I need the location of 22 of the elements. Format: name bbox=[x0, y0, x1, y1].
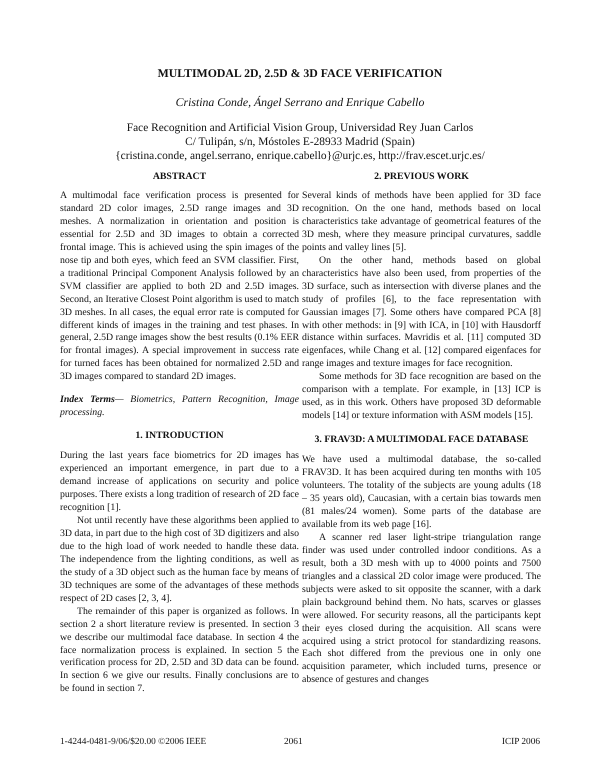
body-paragraph: The remainder of this paper is organized as follows. In section 2 a short literature review is presented. In section 3 we describe our multimodal face database. In section 4 the face normalization process is explained. In section 5 the verification process for 2D, 2.5D and 3D data can be found. In section 6 we give our results. Finally conclusions are to be found in section 7. bbox=[60, 606, 299, 696]
body-paragraph: Several kinds of methods have been applied for 3D face recognition. On the one hand, methods based on local characteristics take advantage of geometrical features of the 3D mesh, where they measure principal curvatures, saddle points and valley lines [5]. bbox=[302, 190, 541, 255]
affiliation-text: {cristina.conde, angel.serrano, enrique.cabello}@urjc.es, http://frav.escet.urjc.es/ bbox=[115, 149, 485, 163]
section-heading: ABSTRACT bbox=[152, 171, 206, 183]
index-terms: Index Terms— Biometrics, Pattern Recognition, Image processing. bbox=[60, 394, 299, 420]
section-heading: 2. PREVIOUS WORK bbox=[374, 171, 469, 183]
author-names: Cristina Conde, Ángel Serrano and Enrique Cabello bbox=[176, 95, 424, 109]
footer-text: 1-4244-0481-9/06/$20.00 ©2006 IEEE bbox=[60, 737, 206, 747]
body-paragraph: We have used a multimodal database, the so-called FRAV3D. It has been acquired during ten months with 105 volunteers. The totality of the subjects are young adults (18 – 35 years old), Caucasian, with a certain bias towards men (81 males/24 women). Some parts of the database are available from its web page [16]. bbox=[302, 454, 541, 532]
body-paragraph: Some methods for 3D face recognition are based on the comparison with a template. For example, in [13] ICP is used, as in this work. Others have proposed 3D deformable models [14] or texture information with ASM models [15]. bbox=[302, 371, 541, 424]
paper-title: MULTIMODAL 2D, 2.5D & 3D FACE VERIFICATION bbox=[158, 66, 442, 81]
body-paragraph: On the other hand, methods based on global characteristics have also been used, from properties of the 3D surface, such as intersection with diverse planes and the study of profiles [6], to the face representation with Gaussian images [7]. Some others have compared PCA [8] with other methods: in [9] with ICA, in [10] with Hausdorff distance within surfaces. Mavridis et al. [11] computed 3D eigenfaces, while Chang et al. [12] compared eigenfaces for range images and texture images for face recognition. bbox=[302, 254, 541, 372]
page-number: 2061 bbox=[284, 737, 303, 747]
body-paragraph: A multimodal face verification process is presented for standard 2D color images, 2.5D range images and 3D meshes. A normalization in orientation and position is essential for 2.5D and 3D images to obtain a corrected frontal image. This is achieved using the spin images of the nose tip and both eyes, which feed an SVM classifier. First, a traditional Principal Component Analysis followed by an SVM classifier are applied to both 2D and 2.5D images. Second, an Iterative Closest Point algorithm is used to match 3D meshes. In all cases, the equal error rate is computed for different kinds of images in the training and test phases. In general, 2.5D range images show the best results (0.1% EER for frontal images). A special improvement in success rate for turned faces has been obtained for normalized 2.5D and 3D images compared to standard 2D images. bbox=[60, 190, 299, 384]
affiliation-text: C/ Tulipán, s/n, Móstoles E-28933 Madrid (Spain) bbox=[185, 135, 415, 149]
body-paragraph: Not until recently have these algorithms been applied to 3D data, in part due to the high cost of 3D digitizers and also due to the high load of work needed to handle these data. The independence from the lighting conditions, as well as the study of a 3D object such as the human face by means of 3D techniques are some of the advantages of these methods respect of 2D cases [2, 3, 4]. bbox=[60, 514, 299, 606]
body-paragraph: A scanner red laser light-stripe triangulation range finder was used under controlled indoor conditions. As a result, both a 3D mesh with up to 4000 points and 7500 triangles and a classical 2D color image were produced. The subjects were asked to sit opposite the scanner, with a dark plain background behind them. No hats, scarves or glasses were allowed. For security reasons, all the participants kept their eyes closed during the acquisition. All scans were acquired using a strict protocol for standardizing reasons. Each shot differed from the previous one in only one acquisition parameter, which included turns, presence or absence of gestures and changes bbox=[302, 532, 541, 688]
footer-text: ICIP 2006 bbox=[502, 737, 540, 747]
body-paragraph: During the last years face biometrics for 2D images has experienced an important emergence, in part due to a demand increase of applications on security and police purposes. There exists a long tradition of research of 2D face recognition [1]. bbox=[60, 450, 299, 515]
section-heading: 1. INTRODUCTION bbox=[135, 430, 224, 442]
affiliation-text: Face Recognition and Artificial Vision Group, Universidad Rey Juan Carlos bbox=[126, 121, 474, 135]
section-heading: 3. FRAV3D: A MULTIMODAL FACE DATABASE bbox=[314, 434, 528, 446]
